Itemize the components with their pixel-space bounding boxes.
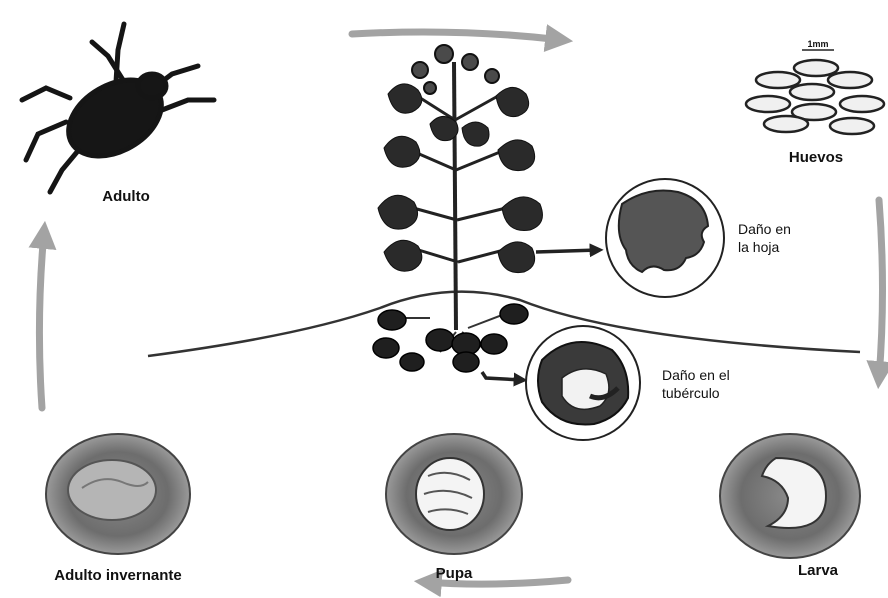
overwintering-adult-icon xyxy=(46,434,190,554)
leaf-damage-label-line-2: la hoja xyxy=(738,239,779,255)
larva-icon xyxy=(720,434,860,558)
arrow-overwintering-to-adult xyxy=(39,232,44,408)
adult-beetle-icon xyxy=(22,24,214,192)
stage-label-pupa: Pupa xyxy=(436,565,473,582)
stage-label-overwintering: Adulto invernante xyxy=(54,567,182,584)
arrow-adult-to-eggs xyxy=(352,32,562,40)
tuber-damage-icon xyxy=(526,326,640,440)
tuber-damage-label-line-1: Daño en el xyxy=(662,367,730,383)
potato-tubers-icon xyxy=(373,304,528,372)
egg-scale-label: 1mm xyxy=(807,39,828,49)
tuber-damage-pointer xyxy=(482,372,522,380)
stage-label-eggs: Huevos xyxy=(789,149,843,166)
eggs-icon xyxy=(746,60,884,134)
tuber-damage-label-line-2: tubérculo xyxy=(662,385,720,401)
stage-label-larva: Larva xyxy=(798,562,839,579)
stage-label-adult: Adulto xyxy=(102,188,149,205)
potato-plant-icon xyxy=(378,45,542,330)
leaf-damage-icon xyxy=(606,179,724,297)
leaf-damage-label-line-1: Daño en xyxy=(738,221,791,237)
tuber-damage-label: Daño en el tubérculo xyxy=(662,367,734,401)
pupa-icon xyxy=(386,434,522,554)
arrow-eggs-to-larva xyxy=(879,200,883,378)
leaf-damage-pointer xyxy=(536,250,598,252)
leaf-damage-label: Daño en la hoja xyxy=(738,221,795,255)
